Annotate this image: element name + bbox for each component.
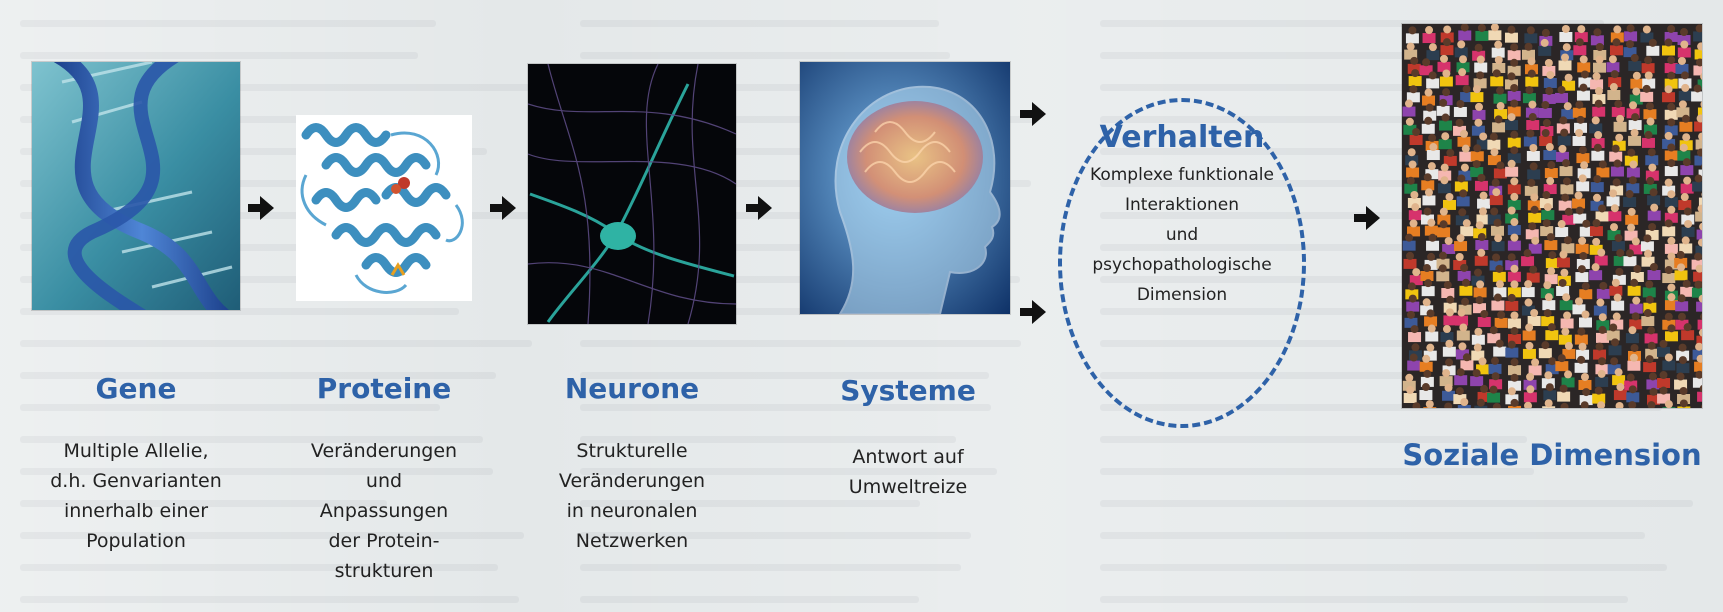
desc-line: Komplexe funktionale [1058,160,1306,190]
ghost-line [1100,596,1628,603]
ghost-line [1100,500,1693,507]
ghost-line [20,404,440,411]
arrow-right-icon [1020,102,1046,126]
crowd-image [1402,24,1702,408]
desc-line: und [274,466,494,496]
ghost-line [580,564,961,571]
desc-line: Umweltreize [798,472,1018,502]
arrow-right-icon [1020,300,1046,324]
ghost-line [20,596,519,603]
desc-line: Population [26,526,246,556]
desc-line: Antwort auf [798,442,1018,472]
desc-line: in neuronalen [522,496,742,526]
ghost-line [1100,564,1667,571]
desc-line: Interaktionen [1058,190,1306,220]
desc-line: Veränderungen [274,436,494,466]
stage-title-neurone: Neurone [532,372,732,405]
dna-image [32,62,240,310]
desc-line: der Protein- [274,526,494,556]
desc-line: Strukturelle [522,436,742,466]
brain-head-image [800,62,1010,314]
desc-line: Veränderungen [522,466,742,496]
desc-line: psychopathologische [1058,250,1306,280]
ghost-line [20,340,532,347]
protein-image [296,115,472,301]
arrow-right-icon [1354,206,1380,230]
neuron-image [528,64,736,324]
stage-title-systeme: Systeme [808,374,1008,407]
stage-desc-neurone: Strukturelle Veränderungen in neuronalen… [522,436,742,556]
ghost-line [20,20,436,27]
stage-title-proteine: Proteine [284,372,484,405]
verhalten-desc: Komplexe funktionale Interaktionen und p… [1058,160,1306,310]
desc-line: innerhalb einer [26,496,246,526]
desc-line: Dimension [1058,280,1306,310]
ghost-line [1100,532,1645,539]
social-dimension-title: Soziale Dimension [1392,438,1712,472]
stage-desc-systeme: Antwort auf Umweltreize [798,442,1018,502]
arrow-right-icon [746,196,772,220]
stage-desc-gene: Multiple Allelie, d.h. Genvarianten inne… [26,436,246,556]
verhalten-title: Verhalten [1058,120,1306,155]
desc-line: d.h. Genvarianten [26,466,246,496]
ghost-line [580,340,1021,347]
ghost-line [580,52,950,59]
desc-line: und [1058,220,1306,250]
desc-line: Multiple Allelie, [26,436,246,466]
ghost-line [20,52,418,59]
desc-line: strukturen [274,556,494,586]
stage-desc-proteine: Veränderungen und Anpassungen der Protei… [274,436,494,586]
desc-line: Anpassungen [274,496,494,526]
stage-title-gene: Gene [36,372,236,405]
ghost-line [580,596,919,603]
desc-line: Netzwerken [522,526,742,556]
arrow-right-icon [490,196,516,220]
ghost-line [580,20,939,27]
arrow-right-icon [248,196,274,220]
